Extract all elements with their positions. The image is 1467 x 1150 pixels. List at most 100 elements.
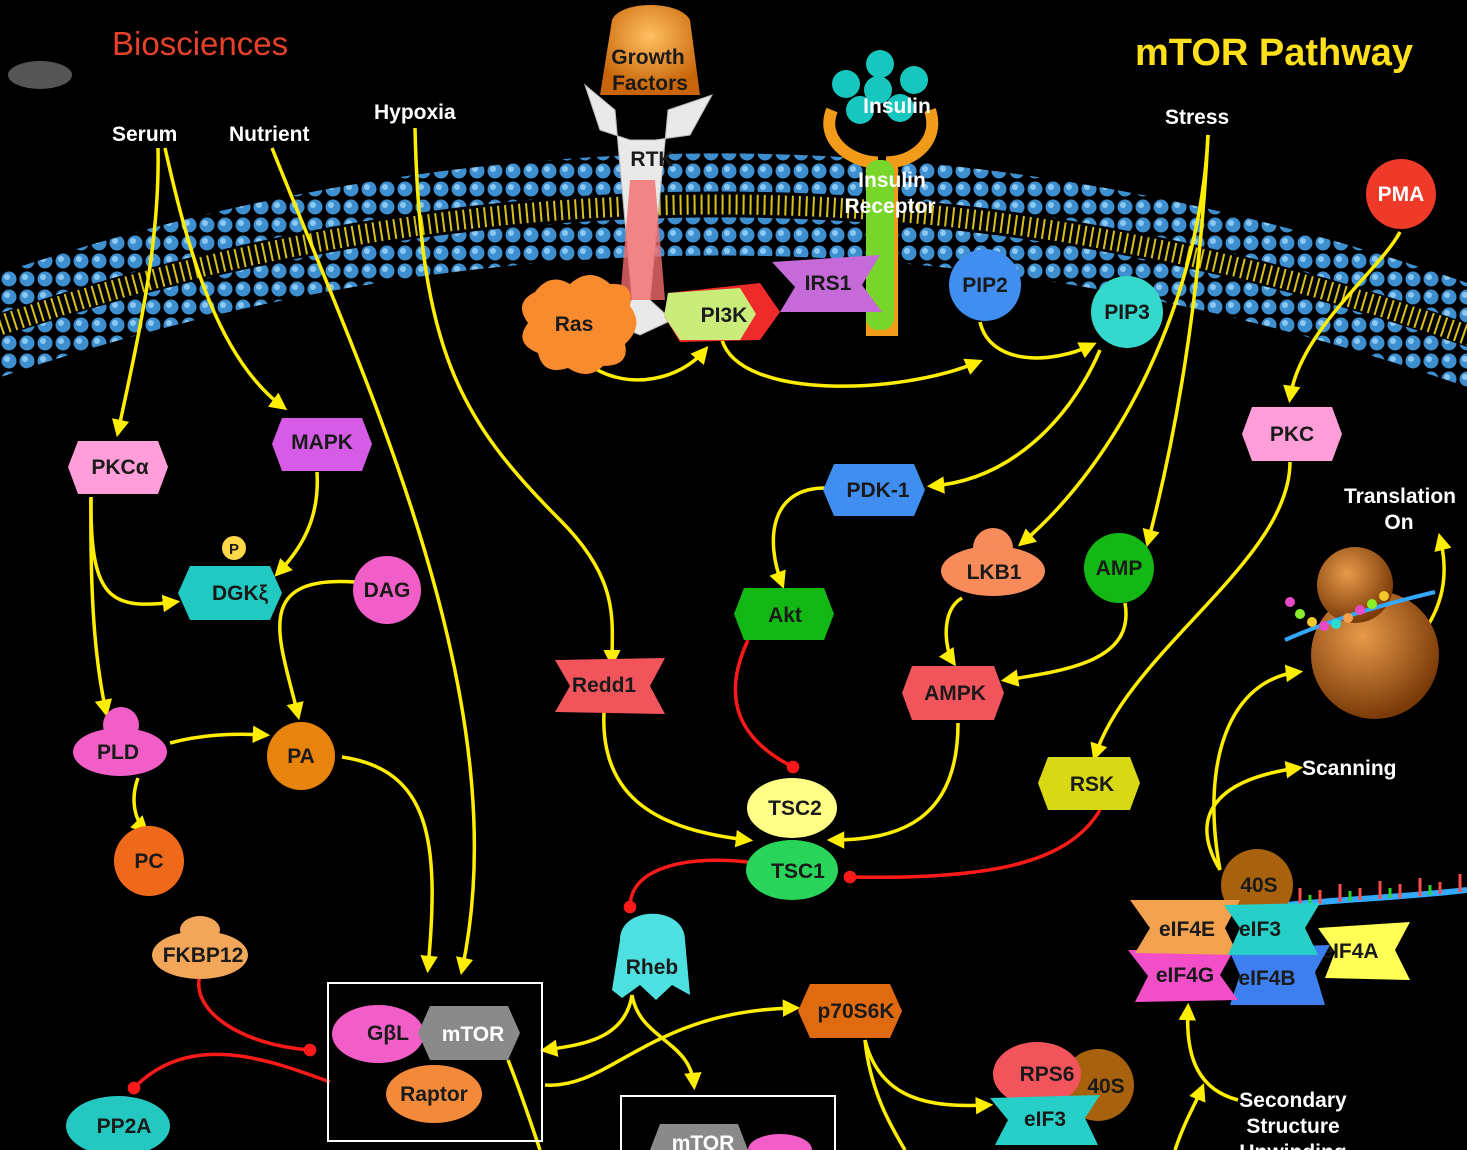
ribosome-translation xyxy=(1284,547,1439,719)
ribosome-40s-label-a: 40S xyxy=(1087,1075,1124,1098)
translation-on-label-1: Translation xyxy=(1344,485,1456,508)
dgk-node xyxy=(178,566,282,620)
p70s6k-label: p70S6K xyxy=(817,1000,894,1023)
mtor2-node xyxy=(650,1124,748,1150)
pp2a-label: PP2A xyxy=(97,1115,152,1138)
eif3-label-a: eIF3 xyxy=(1024,1108,1066,1131)
input-hypoxia: Hypoxia xyxy=(374,101,456,124)
redd1-node xyxy=(555,658,665,714)
pp2a-node xyxy=(66,1096,170,1150)
gbl-node xyxy=(332,1005,424,1063)
rsk-label: RSK xyxy=(1070,773,1114,796)
pip2-label: PIP2 xyxy=(962,274,1008,297)
ampk-label: AMPK xyxy=(924,682,986,705)
pi3k-label: PI3K xyxy=(701,304,748,327)
pa-node xyxy=(267,722,335,790)
mtorc2-partner-node xyxy=(748,1134,812,1150)
insulin-label: Insulin xyxy=(863,95,931,118)
irs1-label: IRS1 xyxy=(805,272,852,295)
eif4g-node xyxy=(1128,948,1238,1002)
pma-label: PMA xyxy=(1378,183,1425,206)
rsk-node xyxy=(1038,757,1140,810)
tsc1-node xyxy=(746,840,838,900)
translation-on-label-2: On xyxy=(1384,511,1413,534)
p70s6k-node xyxy=(798,984,902,1038)
mtor-node xyxy=(418,1006,520,1060)
secondary-structure-label-3: Unwinding xyxy=(1239,1141,1346,1150)
pip3-label: PIP3 xyxy=(1104,301,1150,324)
scanning-label: Scanning xyxy=(1302,757,1397,780)
eif3-node-b xyxy=(1224,903,1320,955)
ribosome-40s-node-b xyxy=(1221,849,1293,921)
amp-label: AMP xyxy=(1096,557,1143,580)
secondary-structure-label-2: Structure xyxy=(1246,1115,1339,1138)
rps6-node xyxy=(993,1042,1081,1106)
pip2-node xyxy=(949,249,1021,321)
pkca-node xyxy=(68,441,168,494)
insulin-receptor xyxy=(823,107,939,336)
pip3-node xyxy=(1091,276,1163,348)
input-stress: Stress xyxy=(1165,106,1229,129)
gbl-label: GβL xyxy=(367,1022,409,1045)
fkbp12-label: FKBP12 xyxy=(163,944,244,967)
ampk-node xyxy=(902,666,1004,720)
ras-node xyxy=(521,275,637,375)
tsc2-node xyxy=(747,778,837,838)
amp-node xyxy=(1084,533,1154,603)
insulin-receptor-label-2: Receptor xyxy=(844,195,935,218)
pi3k-node xyxy=(664,283,780,342)
diagram-title: mTOR Pathway xyxy=(1135,32,1413,74)
dgk-label: DGKξ xyxy=(212,582,269,605)
inhibition-lines xyxy=(127,639,1102,1095)
pdk1-node xyxy=(823,464,925,516)
lkb1-node xyxy=(941,528,1045,596)
eif4e-node xyxy=(1130,900,1240,955)
pdk1-label: PDK-1 xyxy=(846,479,909,502)
pma-node xyxy=(1366,159,1436,229)
irs1-node xyxy=(772,255,882,312)
rheb-label: Rheb xyxy=(626,956,679,979)
akt-label: Akt xyxy=(768,604,802,627)
rheb-node xyxy=(612,913,690,1000)
mapk-label: MAPK xyxy=(291,431,353,454)
pc-label: PC xyxy=(134,850,163,873)
mtorc1-complex-box xyxy=(327,982,543,1142)
pld-label: PLD xyxy=(97,741,139,764)
eif4e-label: eIF4E xyxy=(1159,918,1215,941)
eif4a-label: eIF4A xyxy=(1321,940,1378,963)
mapk-node xyxy=(272,418,372,471)
fkbp12-node xyxy=(152,916,248,979)
growth-factors-label-1: Growth xyxy=(611,46,685,69)
lkb1-label: LKB1 xyxy=(967,561,1022,584)
redd1-label: Redd1 xyxy=(572,674,637,697)
eif4b-node xyxy=(1228,945,1330,1005)
eif4g-label: eIF4G xyxy=(1156,964,1214,987)
pc-node xyxy=(114,826,184,896)
phosphate-label: P xyxy=(229,541,239,558)
pld-node xyxy=(73,707,167,776)
dag-node xyxy=(353,556,421,624)
phosphate-node xyxy=(222,536,246,560)
pa-label: PA xyxy=(287,745,315,768)
pkc-node xyxy=(1242,407,1342,461)
raptor-node xyxy=(386,1065,482,1123)
growth-factors-label-2: Factors xyxy=(612,72,688,95)
ribosome-40s-label-b: 40S xyxy=(1240,874,1277,897)
akt-node xyxy=(734,588,834,640)
cell-membrane xyxy=(0,153,1467,388)
rtk-label: RTK xyxy=(630,148,673,171)
secondary-structure-label-1: Secondary xyxy=(1239,1089,1347,1112)
eif4b-label: eIF4B xyxy=(1238,967,1295,990)
rps6-label: RPS6 xyxy=(1020,1063,1075,1086)
mtor-label: mTOR xyxy=(442,1023,505,1046)
mtorc2-complex-box xyxy=(620,1095,836,1150)
insulin-cluster xyxy=(832,50,928,124)
eif3-label-b: eIF3 xyxy=(1239,918,1281,941)
brand-logo: Biosciences xyxy=(112,25,288,62)
input-nutrient: Nutrient xyxy=(229,123,310,146)
tsc2-label: TSC2 xyxy=(768,797,822,820)
insulin-receptor-label-1: Insulin xyxy=(858,169,926,192)
input-serum: Serum xyxy=(112,123,177,146)
growth-factors-receptor xyxy=(583,5,714,336)
